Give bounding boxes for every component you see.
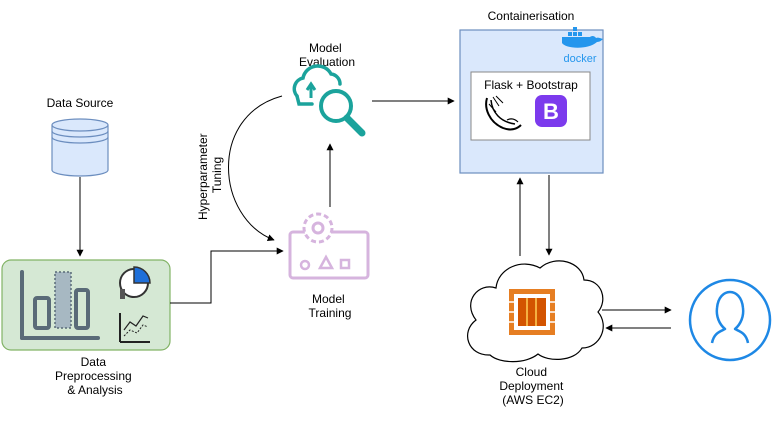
bar-chart-icon [20, 270, 100, 340]
preprocessing-label: Data Preprocessing & Analysis [55, 355, 135, 397]
scatter-plot-icon [119, 313, 150, 343]
pie-chart-icon [119, 266, 151, 299]
data-source-label: Data Source [47, 96, 114, 110]
containerisation-label: Containerisation [488, 9, 575, 23]
bootstrap-logo-letter: B [543, 99, 559, 124]
model-evaluation-icon [292, 64, 366, 137]
aws-ec2-icon [509, 289, 555, 335]
cloud-deployment-label: Cloud Deployment (AWS EC2) [499, 365, 566, 407]
database-icon [51, 118, 109, 177]
flask-logo-icon [485, 95, 522, 131]
edge-preprocessing-to-training [170, 247, 284, 304]
user-icon [688, 278, 772, 362]
docker-logo-text: docker [563, 53, 596, 65]
docker-logo-icon: docker [562, 27, 603, 65]
model-evaluation-label: Model Evaluation [299, 41, 355, 69]
hyperparameter-tuning-label: Hyperparameter Tuning [196, 130, 224, 220]
flask-bootstrap-label: Flask + Bootstrap [484, 78, 578, 92]
model-training-label: Model Training [309, 292, 352, 320]
model-training-icon [288, 212, 370, 280]
bootstrap-logo-icon: B [535, 95, 567, 127]
edge-hyperparameter-tuning-loop [228, 95, 283, 242]
